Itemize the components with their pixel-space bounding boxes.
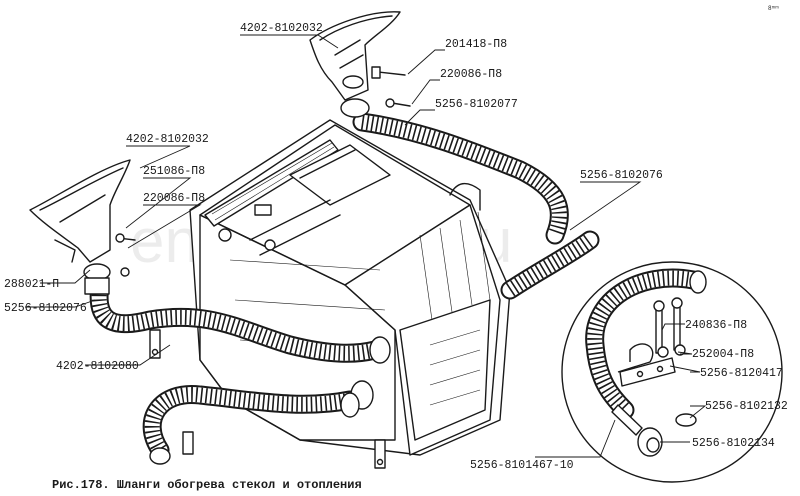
label-tip-detail: 5256-8102134 bbox=[692, 437, 775, 450]
hose-bottom bbox=[142, 384, 360, 465]
outlet-fittings bbox=[340, 336, 391, 418]
left-defroster-nozzle bbox=[29, 159, 136, 295]
label-ring-detail: 5256-8102132 bbox=[705, 400, 788, 413]
label-left-nozzle: 4202-8102032 bbox=[126, 133, 209, 146]
leader-lines bbox=[25, 34, 707, 458]
part-labels: 4202-8102032 201418-П8 220086-П8 5256-81… bbox=[4, 22, 788, 472]
label-top-nozzle: 4202-8102032 bbox=[240, 22, 323, 35]
hose-top-right bbox=[352, 112, 569, 245]
corner-mark: 8ᵐᵐ bbox=[768, 5, 779, 12]
label-bolt-detail: 240836-П8 bbox=[685, 319, 747, 332]
top-defroster-nozzle bbox=[309, 11, 411, 118]
detail-inset bbox=[561, 261, 783, 483]
label-hose-left: 5256-8102076 bbox=[4, 302, 87, 315]
label-washer-top: 220086-П8 bbox=[440, 68, 502, 81]
label-bolt-left: 251086-П8 bbox=[143, 165, 205, 178]
hose-right bbox=[500, 230, 600, 300]
label-bolt-top: 201418-П8 bbox=[445, 38, 507, 51]
label-hose-right: 5256-8102076 bbox=[580, 169, 663, 182]
label-clip-left: 288021-П bbox=[4, 278, 59, 291]
hose-left bbox=[89, 275, 385, 363]
label-hose-top: 5256-8102077 bbox=[435, 98, 518, 111]
figure-caption: Рис.178. Шланги обогрева стекол и отопле… bbox=[52, 477, 362, 492]
label-hose-bottom: 4202-8102080 bbox=[56, 360, 139, 373]
label-washer-left: 220086-П8 bbox=[143, 192, 205, 205]
label-washer-detail: 252004-П8 bbox=[692, 348, 754, 361]
heater-housing bbox=[149, 119, 511, 469]
label-clamp-detail: 5256-8120417 bbox=[700, 367, 783, 380]
label-hose-detail: 5256-8101467-10 bbox=[470, 459, 574, 472]
